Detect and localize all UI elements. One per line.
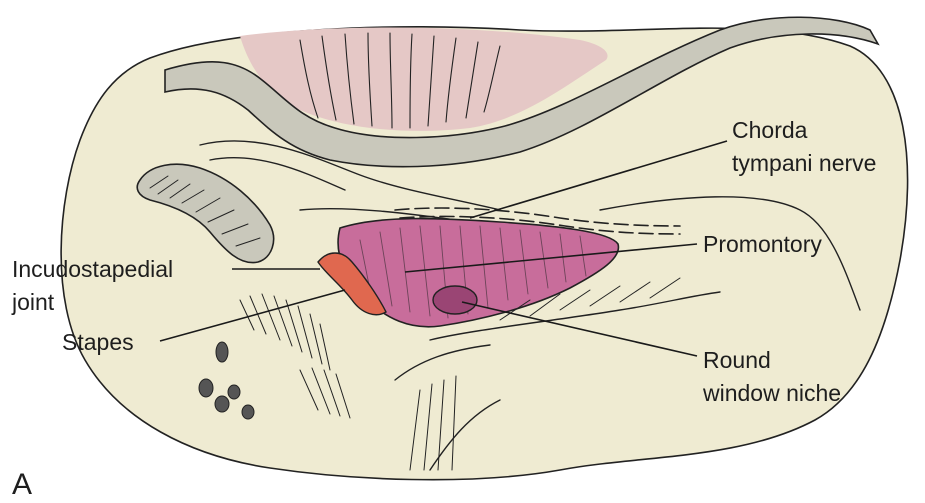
label-incudostapedial-line2: joint xyxy=(11,289,55,315)
panel-letter: A xyxy=(12,468,32,501)
label-incudostapedial-line1: Incudostapedial xyxy=(12,256,173,282)
label-round-window-line2: window niche xyxy=(702,380,841,406)
label-chorda-line1: Chorda xyxy=(732,117,808,143)
label-stapes: Stapes xyxy=(62,329,134,355)
round-window-niche xyxy=(433,286,477,314)
label-promontory: Promontory xyxy=(703,231,822,257)
label-round-window-line1: Round xyxy=(703,347,771,373)
label-chorda-line2: tympani nerve xyxy=(732,150,876,176)
